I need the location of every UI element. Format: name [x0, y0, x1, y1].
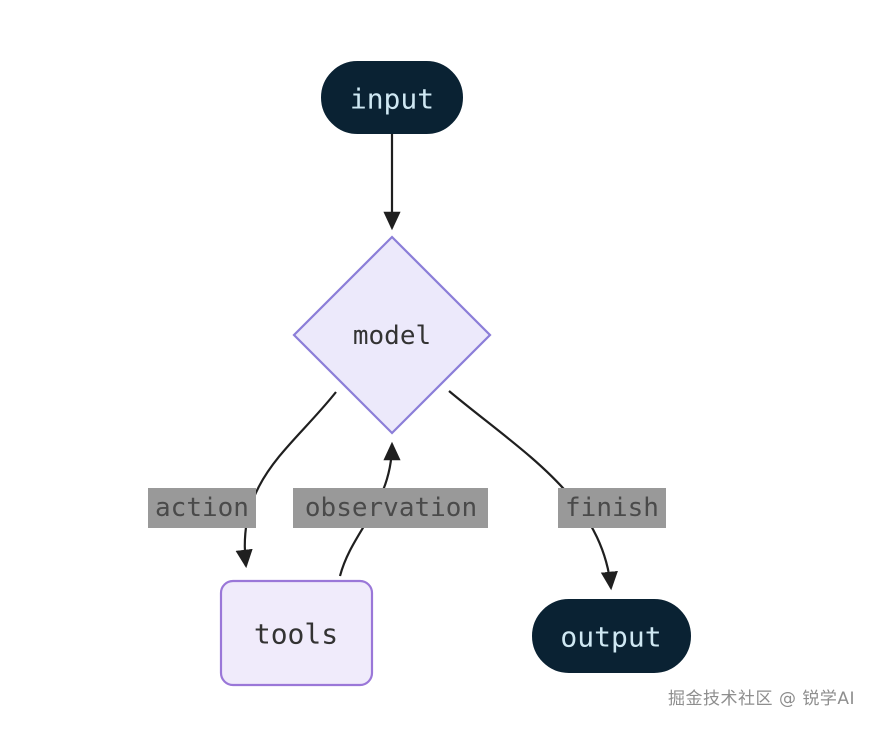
- edge-label-finish: finish: [558, 488, 666, 528]
- edge-model-to-tools: [235, 391, 337, 569]
- node-input[interactable]: input: [321, 61, 463, 134]
- edge-label-observation-text: observation: [305, 493, 477, 523]
- edge-label-layer: action observation finish: [148, 488, 666, 528]
- edge-model-to-output: [448, 390, 618, 591]
- edge-label-action: action: [148, 488, 256, 528]
- node-tools[interactable]: tools: [219, 579, 374, 687]
- edge-label-observation-bg: [293, 488, 488, 528]
- edge-label-action-text: action: [155, 493, 249, 523]
- node-tools-label: tools: [254, 618, 338, 651]
- node-tools-shape[interactable]: [219, 579, 374, 687]
- node-output-shape[interactable]: [532, 599, 691, 673]
- node-input-shape[interactable]: [321, 61, 463, 134]
- edge-label-finish-bg: [558, 488, 666, 528]
- node-model-shape[interactable]: [292, 235, 492, 435]
- edge-label-action-bg: [148, 488, 256, 528]
- node-model-label: model: [353, 321, 431, 351]
- node-model[interactable]: model: [292, 235, 492, 435]
- node-input-label: input: [350, 83, 434, 116]
- node-layer: input model tools output: [219, 61, 691, 687]
- node-output-label: output: [560, 621, 661, 654]
- edge-label-observation: observation: [293, 488, 488, 528]
- edge-label-finish-text: finish: [565, 493, 659, 523]
- watermark-text: 掘金技术社区 @ 锐学AI: [668, 689, 855, 709]
- node-output[interactable]: output: [532, 599, 691, 673]
